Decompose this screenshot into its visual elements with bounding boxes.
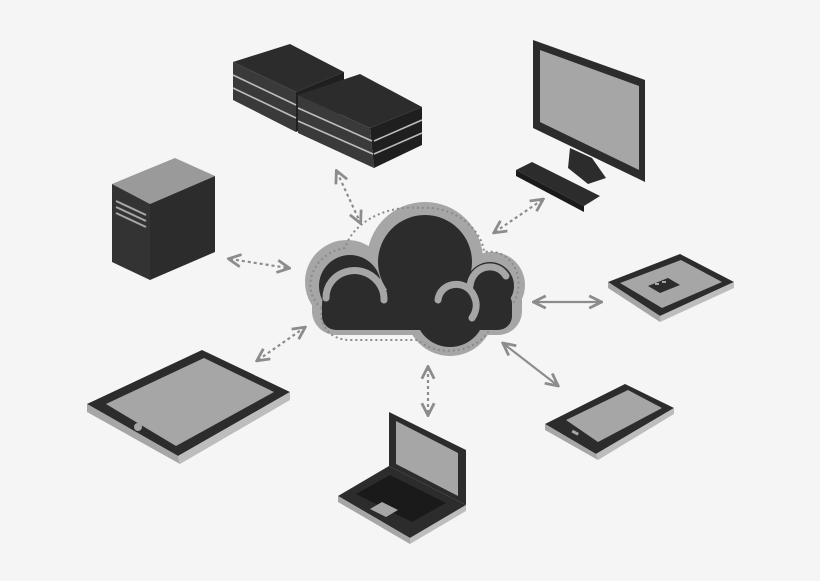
- cloud-icon: [305, 202, 525, 356]
- tower-computer-icon: [112, 158, 215, 280]
- connection-arrows: [230, 172, 600, 414]
- arrow-large-tablet: [258, 328, 304, 360]
- server-rack-icon: [232, 44, 423, 168]
- tablet-home-button-icon: [134, 423, 142, 431]
- arrow-server-rack: [337, 172, 360, 222]
- arrow-tower-computer: [230, 259, 288, 268]
- arrow-small-tablet: [504, 344, 557, 385]
- arrow-desktop-monitor: [495, 200, 542, 232]
- desktop-monitor-icon: [516, 40, 645, 212]
- tablet-icon: [87, 350, 290, 464]
- small-tablet-button-icon: [571, 429, 580, 436]
- smartphone-icon: [608, 254, 734, 322]
- laptop-icon: [338, 412, 466, 544]
- small-tablet-icon: [545, 384, 674, 460]
